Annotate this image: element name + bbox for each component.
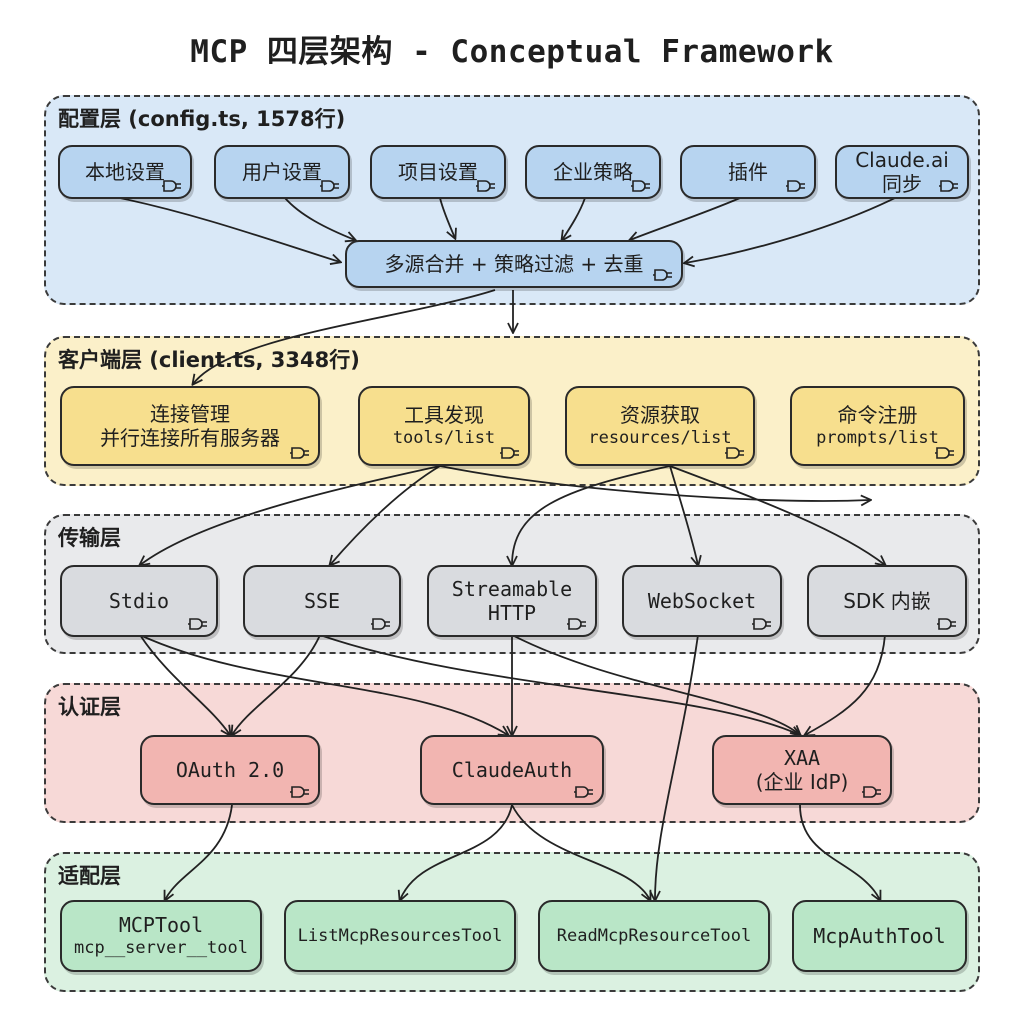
adapter-sub: mcp__server__tool	[74, 937, 248, 958]
transport-label: Stdio	[108, 588, 170, 613]
client-node-sub: 并行连接所有服务器	[100, 426, 280, 450]
plug-icon	[567, 618, 586, 630]
plug-icon	[476, 180, 495, 192]
source-label: 本地设置	[85, 159, 165, 184]
client-node-label: 连接管理	[150, 401, 230, 426]
adapter-layer-title: 适配层	[58, 864, 121, 888]
plug-icon	[653, 269, 672, 281]
transport-stdio[interactable]: Stdio	[60, 565, 218, 637]
client-node-sub: tools/list	[392, 427, 496, 448]
plug-icon	[371, 618, 390, 630]
adapter-label: ListMcpResourcesTool	[297, 925, 503, 946]
client-node-label: 资源获取	[620, 403, 700, 428]
auth-sub: (企业 IdP)	[755, 770, 849, 794]
config-layer-title: 配置层 (config.ts, 1578行)	[58, 107, 346, 131]
transport-label: Streamable HTTP	[451, 576, 573, 625]
source-user-settings[interactable]: 用户设置	[214, 145, 350, 199]
transport-sdk-embedded[interactable]: SDK 内嵌	[807, 565, 967, 637]
plug-icon	[935, 447, 954, 459]
plug-icon	[937, 618, 956, 630]
adapter-listmcpresourcestool[interactable]: ListMcpResourcesTool	[284, 900, 516, 972]
adapter-mcptool[interactable]: MCPTool mcp__server__tool	[60, 900, 262, 972]
merge-label: 多源合并 + 策略过滤 + 去重	[384, 251, 644, 276]
transport-layer-title: 传输层	[58, 526, 121, 550]
plug-icon	[574, 786, 593, 798]
client-command-register[interactable]: 命令注册 prompts/list	[790, 386, 965, 466]
source-label: 用户设置	[242, 159, 322, 184]
source-plugins[interactable]: 插件	[680, 145, 816, 199]
transport-sse[interactable]: SSE	[243, 565, 401, 637]
auth-label: OAuth 2.0	[175, 757, 285, 782]
source-label: 项目设置	[398, 159, 478, 184]
client-resource-fetch[interactable]: 资源获取 resources/list	[565, 386, 755, 466]
plug-icon	[939, 180, 958, 192]
adapter-mcpauthtool[interactable]: McpAuthTool	[792, 900, 967, 972]
source-label: Claude.ai 同步	[855, 147, 949, 196]
plug-icon	[188, 618, 207, 630]
plug-icon	[725, 447, 744, 459]
plug-icon	[290, 447, 309, 459]
source-project-settings[interactable]: 项目设置	[370, 145, 506, 199]
merge-node[interactable]: 多源合并 + 策略过滤 + 去重	[345, 240, 683, 288]
auth-label: XAA	[783, 745, 821, 770]
diagram-title: MCP 四层架构 - Conceptual Framework	[190, 34, 834, 70]
source-claudeai-sync[interactable]: Claude.ai 同步	[835, 145, 969, 199]
client-node-sub: resources/list	[588, 427, 732, 448]
plug-icon	[631, 180, 650, 192]
adapter-label: ReadMcpResourceTool	[556, 925, 752, 946]
source-label: 企业策略	[553, 159, 633, 184]
adapter-label: MCPTool	[118, 913, 204, 938]
transport-label: WebSocket	[647, 588, 757, 613]
client-layer-title: 客户端层 (client.ts, 3348行)	[58, 348, 360, 372]
source-local-settings[interactable]: 本地设置	[58, 145, 192, 199]
client-node-label: 命令注册	[837, 403, 918, 428]
client-tool-discovery[interactable]: 工具发现 tools/list	[358, 386, 530, 466]
transport-label: SSE	[303, 588, 341, 613]
adapter-label: McpAuthTool	[813, 923, 946, 948]
auth-xaa[interactable]: XAA (企业 IdP)	[712, 735, 892, 805]
client-connection-manager[interactable]: 连接管理 并行连接所有服务器	[60, 386, 320, 466]
auth-layer-title: 认证层	[58, 695, 121, 719]
source-label: 插件	[728, 159, 768, 184]
client-node-sub: prompts/list	[816, 427, 939, 448]
plug-icon	[786, 180, 805, 192]
client-node-label: 工具发现	[404, 403, 484, 428]
plug-icon	[862, 786, 881, 798]
plug-icon	[290, 786, 309, 798]
transport-websocket[interactable]: WebSocket	[622, 565, 782, 637]
plug-icon	[752, 618, 771, 630]
plug-icon	[162, 180, 181, 192]
adapter-readmcpresourcetool[interactable]: ReadMcpResourceTool	[538, 900, 770, 972]
plug-icon	[500, 447, 519, 459]
source-enterprise-policy[interactable]: 企业策略	[525, 145, 661, 199]
auth-claudeauth[interactable]: ClaudeAuth	[420, 735, 604, 805]
transport-label: SDK 内嵌	[843, 588, 931, 613]
auth-label: ClaudeAuth	[451, 757, 573, 782]
plug-icon	[320, 180, 339, 192]
transport-streamable-http[interactable]: Streamable HTTP	[427, 565, 597, 637]
auth-oauth[interactable]: OAuth 2.0	[140, 735, 320, 805]
